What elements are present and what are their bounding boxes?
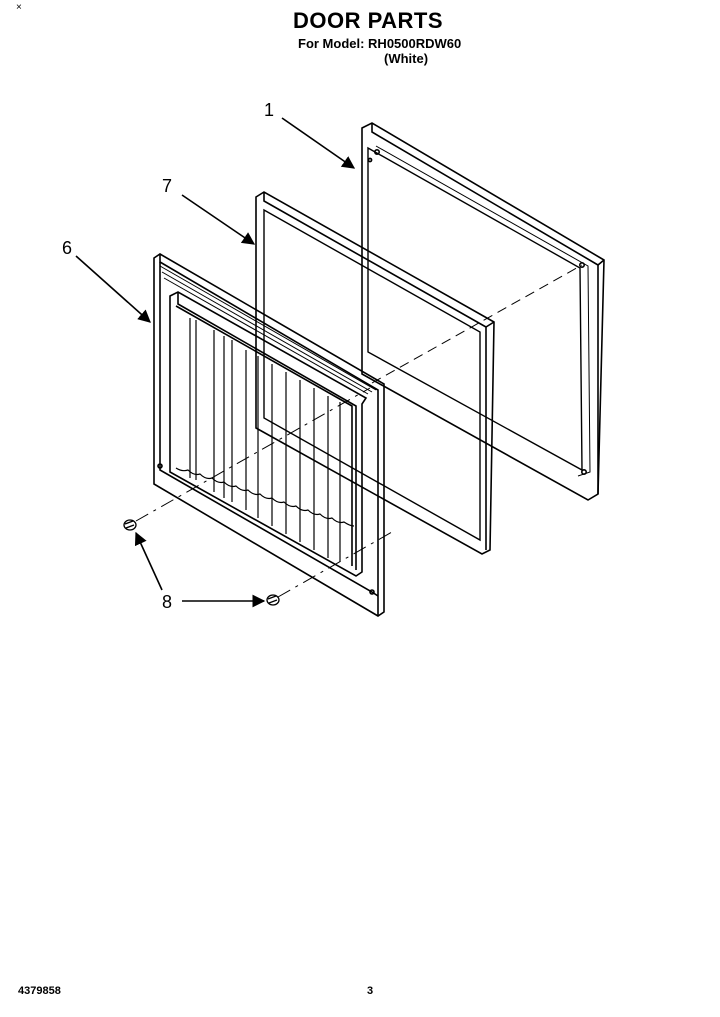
- callout-1: 1: [264, 100, 274, 120]
- part-6-door-panel: [153, 253, 385, 617]
- part-7-gasket: [255, 191, 495, 555]
- part-8-screw-left: [123, 519, 137, 531]
- model-line: For Model: RH0500RDW60: [298, 36, 462, 51]
- page-number: 3: [367, 985, 374, 997]
- callout-8: 8: [162, 592, 172, 612]
- page-title: DOOR PARTS: [0, 8, 720, 34]
- corner-mark: ×: [16, 2, 22, 13]
- callout-7: 7: [162, 176, 172, 196]
- part-1-back-frame: [361, 122, 605, 501]
- callout-6: 6: [62, 238, 72, 258]
- title-text: DOOR PARTS: [292, 8, 444, 33]
- document-number: 4379858: [18, 985, 61, 997]
- alignment-lines: [135, 264, 583, 598]
- color-line: (White): [384, 51, 429, 66]
- part-8-screw-right: [266, 594, 280, 606]
- callout-arrows: [75, 117, 356, 608]
